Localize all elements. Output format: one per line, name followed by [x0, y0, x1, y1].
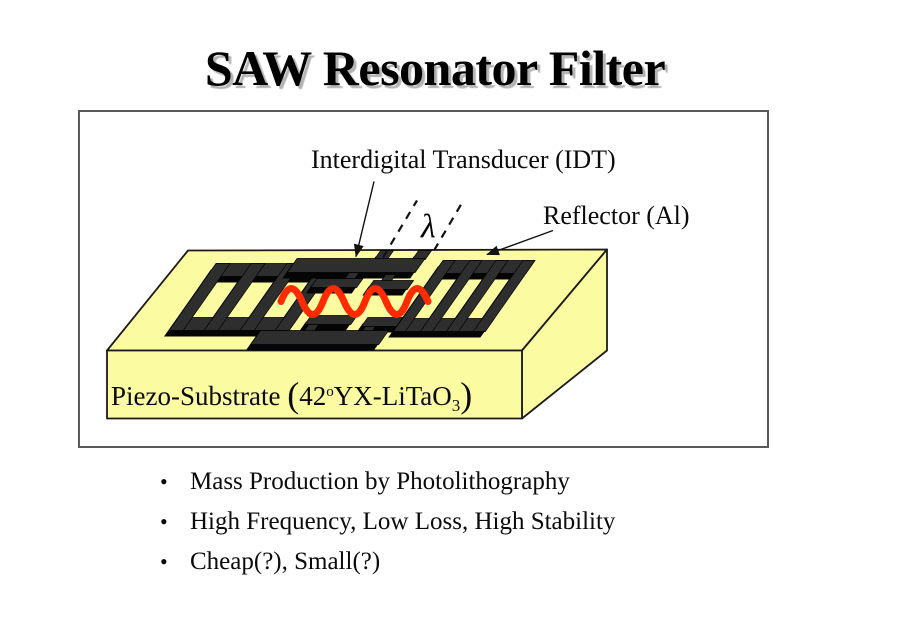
bullet-marker: • [160, 509, 168, 534]
idt-label: Interdigital Transducer (IDT) [311, 145, 616, 174]
bullet-text: Cheap(?), Small(?) [190, 548, 381, 575]
saw-wave [277, 285, 432, 318]
bullet-list: • Mass Production by Photolithography • … [160, 462, 615, 582]
substrate-angle: 42 [299, 381, 327, 411]
bullet-text: Mass Production by Photolithography [190, 468, 570, 495]
substrate-open-paren: ( [287, 375, 300, 415]
substrate-label-prefix: Piezo-Substrate [111, 381, 281, 411]
bullet-item: • High Frequency, Low Loss, High Stabili… [160, 502, 615, 542]
bullet-text: High Frequency, Low Loss, High Stability [190, 508, 616, 535]
diagram-frame [78, 110, 769, 448]
bullet-item: • Cheap(?), Small(?) [160, 542, 615, 582]
saw-resonator-diagram: λ [106, 181, 608, 420]
reflector-arrow [486, 229, 554, 256]
bullet-item: • Mass Production by Photolithography [160, 462, 615, 502]
wavelength-dash-left [382, 199, 418, 259]
lambda-symbol: λ [420, 209, 436, 246]
reflector-label: Reflector (Al) [543, 201, 690, 230]
callout-arrows [353, 181, 554, 258]
wavelength-markers [382, 198, 465, 259]
wavelength-dash-right [433, 198, 465, 252]
substrate-front-face [106, 349, 523, 420]
substrate-label: Piezo-Substrate (42oYX-LiTaO3) [111, 374, 473, 415]
bullet-marker: • [160, 469, 168, 494]
idt-arrow [353, 181, 375, 258]
substrate-material: YX-LiTaO [333, 381, 452, 411]
substrate-subscript: 3 [451, 396, 461, 415]
slide-title: SAW Resonator Filter [204, 40, 666, 96]
substrate-degree: o [326, 384, 334, 400]
substrate-close-paren: ) [460, 375, 473, 415]
bullet-marker: • [160, 549, 168, 574]
